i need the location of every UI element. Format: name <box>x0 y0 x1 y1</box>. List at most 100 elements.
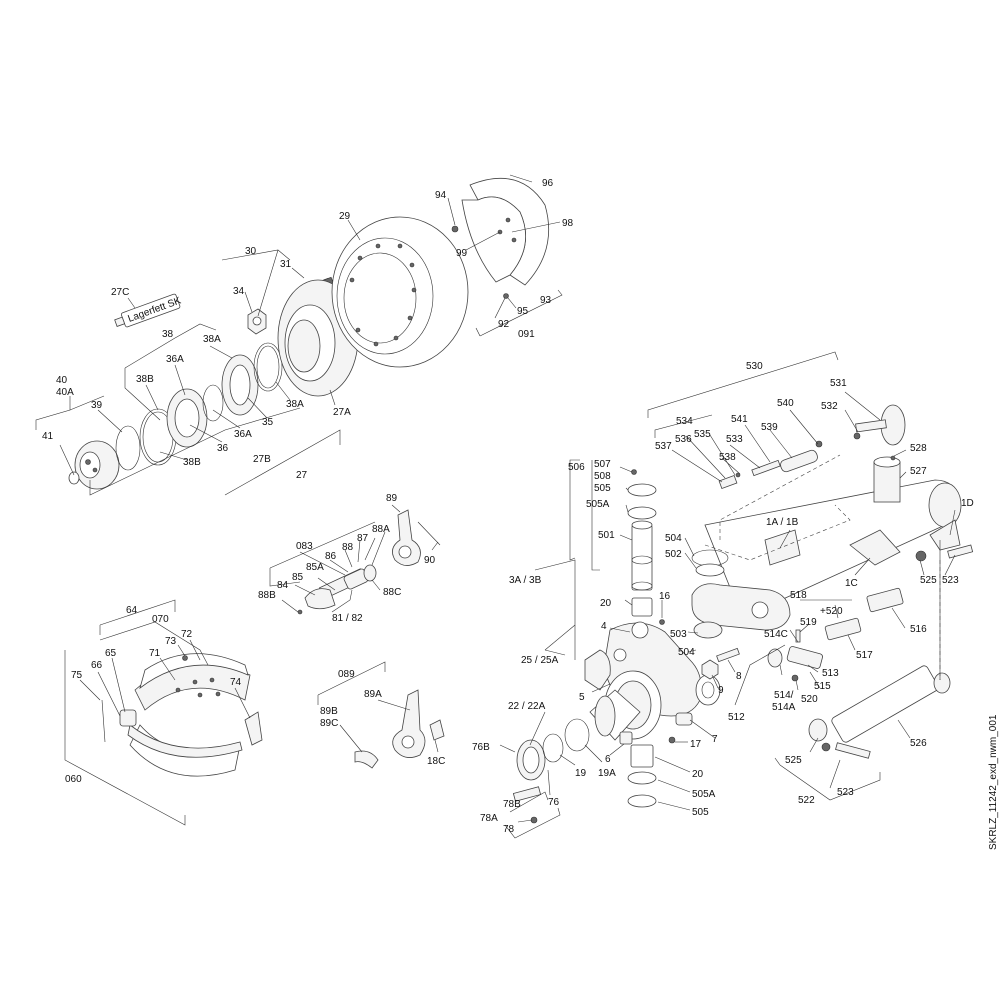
rivet-73 <box>182 655 188 661</box>
callout-89C: 89C <box>320 718 338 729</box>
clip-18C <box>429 719 445 741</box>
callout-96: 96 <box>542 178 554 189</box>
callout-530: 530 <box>746 361 763 372</box>
seal-19 <box>542 733 564 763</box>
callout-5: 5 <box>579 692 585 703</box>
callout-519: 519 <box>800 617 817 628</box>
callout-3A3B: 3A / 3B <box>509 575 542 586</box>
callout-27A: 27A <box>333 407 351 418</box>
callout-525-b: 525 <box>785 755 802 766</box>
gasket-39 <box>115 425 141 471</box>
brake-shoe-upper-71 <box>134 653 251 711</box>
bushing-7 <box>675 712 693 726</box>
callout-16: 16 <box>659 591 671 602</box>
nut-9 <box>701 659 719 680</box>
cap-505 <box>627 483 657 497</box>
callout-508: 508 <box>594 471 611 482</box>
leaders-cam <box>269 504 439 613</box>
callout-64: 64 <box>126 605 138 616</box>
callout-92: 92 <box>498 319 510 330</box>
callout-98: 98 <box>562 218 574 229</box>
leaders-hub <box>35 174 563 496</box>
callout-40: 40 <box>56 375 68 386</box>
washer-4 <box>631 621 649 639</box>
callout-85A: 85A <box>306 562 324 573</box>
bushing-6 <box>619 731 633 745</box>
leaders-shoe <box>64 599 251 826</box>
callout-labels: 27C 38 40 40A 39 41 38B 36A 38A 36A 36 3… <box>42 178 974 835</box>
clamp-517 <box>824 617 862 641</box>
bolt-78 <box>512 786 542 802</box>
king-pin-501 <box>631 520 653 591</box>
callout-522: 522 <box>798 795 815 806</box>
callout-78: 78 <box>503 824 515 835</box>
callout-18C: 18C <box>427 756 445 767</box>
washer-502 <box>695 563 725 577</box>
callout-6: 6 <box>605 754 611 765</box>
callout-534: 534 <box>676 416 693 427</box>
leaders-089 <box>317 661 439 753</box>
callout-531: 531 <box>830 378 847 389</box>
callout-514A: 514A <box>772 702 796 713</box>
callout-40A: 40A <box>56 387 74 398</box>
callout-88C: 88C <box>383 587 401 598</box>
callout-517: 517 <box>856 650 873 661</box>
callout-9: 9 <box>718 685 724 696</box>
callout-1A1B: 1A / 1B <box>766 517 799 528</box>
callout-091: 091 <box>518 329 535 340</box>
callout-20-b: 20 <box>692 769 704 780</box>
callout-78A: 78A <box>480 813 498 824</box>
callout-76B: 76B <box>472 742 490 753</box>
slack-adjuster-89 <box>392 509 421 566</box>
callout-88B: 88B <box>258 590 276 601</box>
callout-083: 083 <box>296 541 313 552</box>
callout-36A-b: 36A <box>234 429 252 440</box>
callout-38A-a: 38A <box>203 334 221 345</box>
callout-38B-a: 38B <box>136 374 154 385</box>
callout-8182: 81 / 82 <box>332 613 363 624</box>
cap-505-lower <box>627 794 657 808</box>
callout-536: 536 <box>675 434 692 445</box>
callout-99: 99 <box>456 248 468 259</box>
callout-65: 65 <box>105 648 117 659</box>
document-id: SKRLZ_11242_exd_nwm_001 <box>988 714 999 850</box>
callout-88A: 88A <box>372 524 390 535</box>
callout-089: 089 <box>338 669 355 680</box>
callout-512: 512 <box>728 712 745 723</box>
arm-89B <box>354 750 379 769</box>
callout-1D: 1D <box>961 498 974 509</box>
callout-38A-b: 38A <box>286 399 304 410</box>
brake-chamber-531 <box>853 404 906 446</box>
callout-504-a: 504 <box>665 533 682 544</box>
ring-38A <box>253 342 283 392</box>
callout-19: 19 <box>575 768 587 779</box>
callout-78B: 78B <box>503 799 521 810</box>
callout-523-a: 523 <box>942 575 959 586</box>
callout-36A-a: 36A <box>166 354 184 365</box>
callout-523-b: 523 <box>837 787 854 798</box>
callout-505-b: 505 <box>692 807 709 818</box>
bracket-1C <box>849 529 901 566</box>
bearing-503 <box>693 621 723 639</box>
callout-76: 76 <box>548 797 560 808</box>
callout-8: 8 <box>736 671 742 682</box>
spindle <box>589 689 641 741</box>
callout-1C: 1C <box>845 578 858 589</box>
brake-anchor-25 <box>584 649 611 691</box>
callout-526: 526 <box>910 738 927 749</box>
gasket-505A <box>627 506 657 520</box>
nut-525 <box>915 550 927 562</box>
callout-528: 528 <box>910 443 927 454</box>
bolt-523 <box>947 544 974 559</box>
callout-515: 515 <box>814 681 831 692</box>
callout-060: 060 <box>65 774 82 785</box>
callout-520: 520 <box>801 694 818 705</box>
callout-86: 86 <box>325 551 337 562</box>
callout-34: 34 <box>233 286 245 297</box>
callout-518: 518 <box>790 590 807 601</box>
callout-27: 27 <box>296 470 308 481</box>
callout-88: 88 <box>342 542 354 553</box>
callout-39: 39 <box>91 400 103 411</box>
shock-absorber-526 <box>808 665 951 759</box>
callout-89A: 89A <box>364 689 382 700</box>
